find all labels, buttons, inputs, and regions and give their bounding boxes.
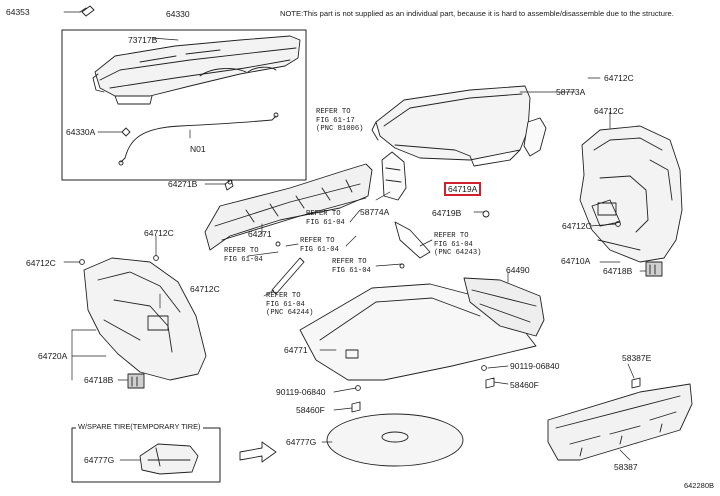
- right-side-trim: [579, 125, 683, 263]
- part-label-64718B-right[interactable]: 64718B: [603, 266, 633, 276]
- part-label-90119-06840-left[interactable]: 90119-06840: [276, 387, 326, 397]
- refer-line: REFER TO: [224, 247, 259, 255]
- part-label-58387E[interactable]: 58387E: [622, 353, 652, 363]
- refer-line: (PNC 64243): [434, 249, 482, 257]
- trunk-cover: [463, 277, 545, 337]
- refer-line: FIG 61-04: [224, 255, 263, 264]
- clip-64718B-right: [645, 261, 663, 277]
- part-label-64712C-right[interactable]: 64712C: [594, 106, 624, 116]
- part-label-90119-06840-right[interactable]: 90119-06840: [510, 361, 560, 371]
- part-label-64712C-left2[interactable]: 64712C: [26, 258, 56, 268]
- part-label-58460F-left[interactable]: 58460F: [296, 405, 325, 415]
- refer-line: (PNC 64244): [266, 309, 314, 317]
- trunk-lid-trim: [371, 85, 531, 167]
- part-label-64771[interactable]: 64771: [284, 345, 308, 355]
- leader-lines: [63, 11, 647, 461]
- part-label-58773A[interactable]: 58773A: [556, 87, 586, 97]
- part-label-64712C-mid[interactable]: 64712C: [562, 221, 592, 231]
- assembly-arrow: [239, 441, 277, 463]
- refer-line: FIG 61-04: [266, 300, 305, 309]
- part-label-58774A[interactable]: 58774A: [360, 207, 390, 217]
- refer-line: FIG 61-17: [316, 116, 355, 125]
- part-label-64720A[interactable]: 64720A: [38, 351, 68, 361]
- refer-line: REFER TO: [316, 108, 351, 116]
- part-label-64271[interactable]: 64271: [248, 229, 272, 239]
- part-label-73717B[interactable]: 73717B: [128, 35, 158, 45]
- refer-fig-61-04-pnc-64244[interactable]: REFER TO FIG 61-04 (PNC 64244): [266, 292, 313, 318]
- part-label-64330[interactable]: 64330: [166, 9, 190, 19]
- package-tray-box: [61, 29, 307, 181]
- refer-fig-61-04-c[interactable]: REFER TO FIG 61-04: [224, 247, 263, 264]
- refer-line: FIG 61-04: [300, 245, 339, 254]
- refer-fig-61-04-b[interactable]: REFER TO FIG 61-04: [300, 237, 339, 254]
- part-label-64718B-left[interactable]: 64718B: [84, 375, 114, 385]
- part-label-64330A[interactable]: 64330A: [66, 127, 96, 137]
- clip-64718B-left: [127, 373, 145, 389]
- part-label-64712C-top[interactable]: 64712C: [604, 73, 634, 83]
- rear-sill-plate: [547, 383, 693, 461]
- not-supplied-notice: NOTE:This part is not supplied as an ind…: [280, 9, 674, 18]
- part-label-64271B[interactable]: 64271B: [168, 179, 198, 189]
- lid-bracket: [523, 117, 547, 157]
- refer-line: REFER TO: [266, 292, 301, 300]
- refer-fig-61-17[interactable]: REFER TO FIG 61-17 (PNC 81006): [316, 108, 363, 134]
- package-tray: [92, 35, 301, 105]
- refer-line: FIG 61-04: [306, 218, 345, 227]
- part-label-64719B[interactable]: 64719B: [432, 208, 462, 218]
- trim-panel-58774A: [381, 151, 407, 201]
- refer-line: FIG 61-04: [332, 266, 371, 275]
- part-label-58387[interactable]: 58387: [614, 462, 638, 472]
- part-label-64353[interactable]: 64353: [6, 7, 30, 17]
- refer-line: (PNC 81006): [316, 125, 364, 133]
- part-label-64712C-bottom[interactable]: 64712C: [190, 284, 220, 294]
- refer-line: FIG 61-04: [434, 240, 473, 249]
- trunk-stay: [271, 257, 305, 295]
- hinge-rod: [394, 221, 431, 259]
- part-label-64710A[interactable]: 64710A: [561, 256, 591, 266]
- refer-fig-61-04-a[interactable]: REFER TO FIG 61-04: [306, 210, 345, 227]
- part-label-64719A-highlighted[interactable]: 64719A: [444, 182, 482, 196]
- center-trim-bar: [204, 163, 373, 251]
- refer-fig-61-04-pnc-64243[interactable]: REFER TO FIG 61-04 (PNC 64243): [434, 232, 481, 258]
- part-label-N01[interactable]: N01: [190, 144, 206, 154]
- part-label-58460F-right[interactable]: 58460F: [510, 380, 539, 390]
- refer-line: REFER TO: [434, 232, 469, 240]
- part-label-64712C-left[interactable]: 64712C: [144, 228, 174, 238]
- spare-tire-box-title: W/SPARE TIRE(TEMPORARY TIRE): [76, 422, 203, 432]
- refer-fig-61-04-d[interactable]: REFER TO FIG 61-04: [332, 258, 371, 275]
- refer-line: REFER TO: [300, 237, 335, 245]
- refer-line: REFER TO: [306, 210, 341, 218]
- diagram-code: 642280B: [683, 481, 714, 490]
- part-label-64777G-box[interactable]: 64777G: [84, 455, 115, 465]
- spare-tire-cover: [326, 413, 464, 467]
- refer-line: REFER TO: [332, 258, 367, 266]
- left-side-trim: [83, 257, 207, 381]
- spare-tire-tool-tray: [139, 443, 199, 475]
- part-label-64490[interactable]: 64490: [506, 265, 530, 275]
- wire-n01: [118, 112, 279, 166]
- part-label-64777G[interactable]: 64777G: [286, 437, 317, 447]
